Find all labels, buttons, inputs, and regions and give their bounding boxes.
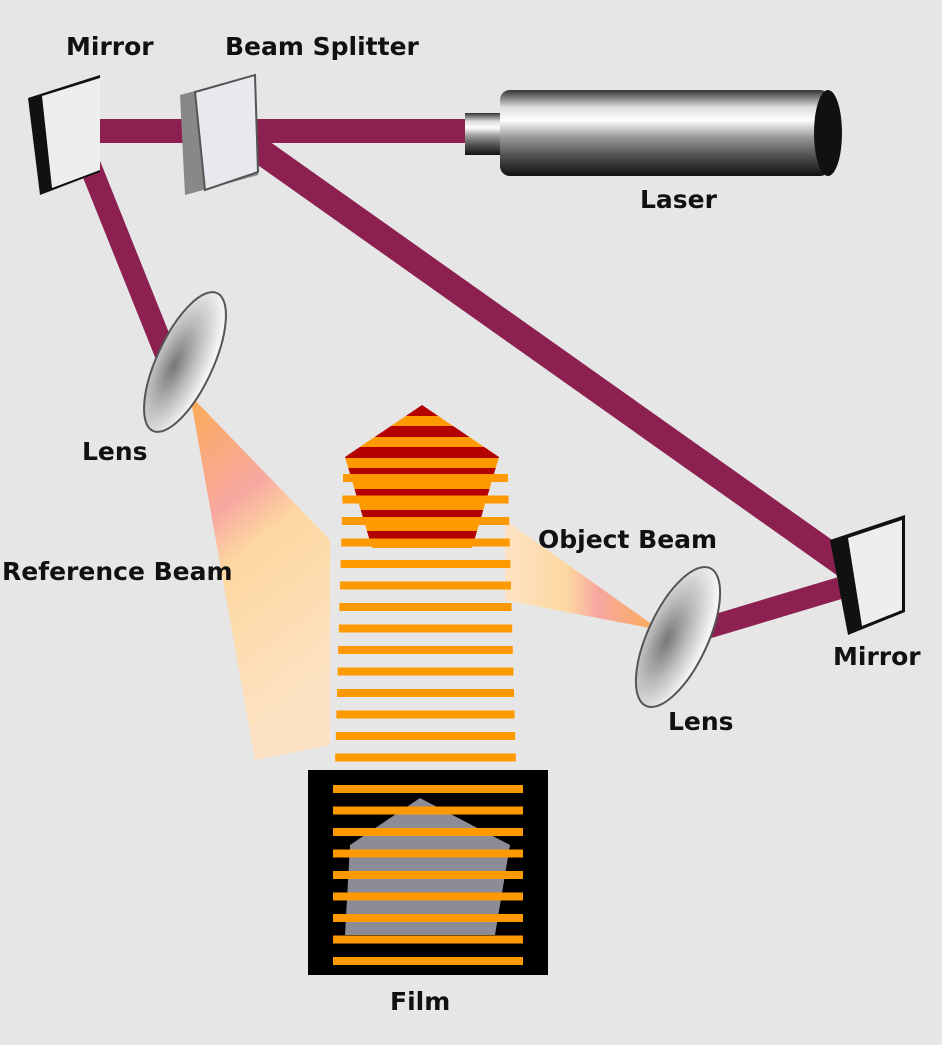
film-stripe (333, 828, 523, 836)
label-film: Film (390, 987, 450, 1016)
wavefront-stripe (340, 560, 511, 568)
object-orange-stripe (345, 437, 499, 447)
label-mirror-right: Mirror (833, 642, 921, 671)
wavefront-stripe (335, 732, 516, 740)
wavefront-stripe (337, 667, 514, 676)
beam-mirror-to-lens-right (696, 577, 844, 641)
wavefront-stripe (343, 474, 508, 482)
object-orange-stripe (345, 416, 499, 426)
object-orange-stripe (345, 521, 499, 531)
wavefront-stripe (339, 603, 512, 611)
object-orange-stripe (345, 479, 499, 489)
film-stripe (333, 935, 523, 944)
wavefront-stripe (336, 710, 515, 719)
label-reference-beam: Reference Beam (2, 557, 233, 586)
label-lens-left: Lens (82, 437, 148, 466)
object-red-stripe (345, 447, 499, 458)
lens-left (143, 291, 227, 433)
mirror-top-left (28, 75, 100, 195)
label-mirror-top: Mirror (66, 32, 154, 61)
object-red-stripe (345, 426, 499, 437)
lens-right (634, 565, 722, 709)
object-red-stripe (345, 468, 499, 479)
label-laser: Laser (640, 185, 718, 214)
film-stripe (333, 806, 523, 815)
film-interference-stripes (333, 785, 523, 965)
object-red-stripe (345, 510, 499, 521)
object-red-stripe (345, 489, 499, 500)
wavefront-stripe (337, 689, 514, 697)
label-object-beam: Object Beam (538, 525, 717, 554)
laser (465, 90, 842, 176)
film-stripe (333, 871, 523, 879)
object-wavefront-stripes (334, 474, 517, 783)
wavefront-stripe (340, 581, 511, 590)
object-orange-stripe (345, 500, 499, 510)
reference-beam-fan (190, 395, 330, 760)
film-stripe (333, 849, 523, 858)
object-orange-stripe (345, 458, 499, 468)
wavefront-stripe (338, 646, 513, 654)
beam-splitter (180, 73, 260, 195)
mirror-right (830, 515, 905, 635)
film-stripe (333, 914, 523, 922)
label-beam-splitter: Beam Splitter (225, 32, 420, 61)
wavefront-stripe (341, 517, 510, 525)
beam-splitter-to-mirror (220, 117, 853, 576)
wavefront-stripe (341, 538, 510, 547)
wavefront-stripe (338, 624, 513, 633)
object-red-stripe (345, 531, 499, 542)
wavefront-stripe (335, 753, 516, 762)
film-stripe (333, 957, 523, 965)
film-stripe (333, 892, 523, 901)
film-stripe (333, 785, 523, 793)
object-beam-fan (505, 520, 660, 630)
object-red-stripe (345, 405, 499, 416)
label-lens-right: Lens (668, 707, 734, 736)
wavefront-stripe (342, 495, 509, 504)
laser-beams (64, 117, 853, 641)
